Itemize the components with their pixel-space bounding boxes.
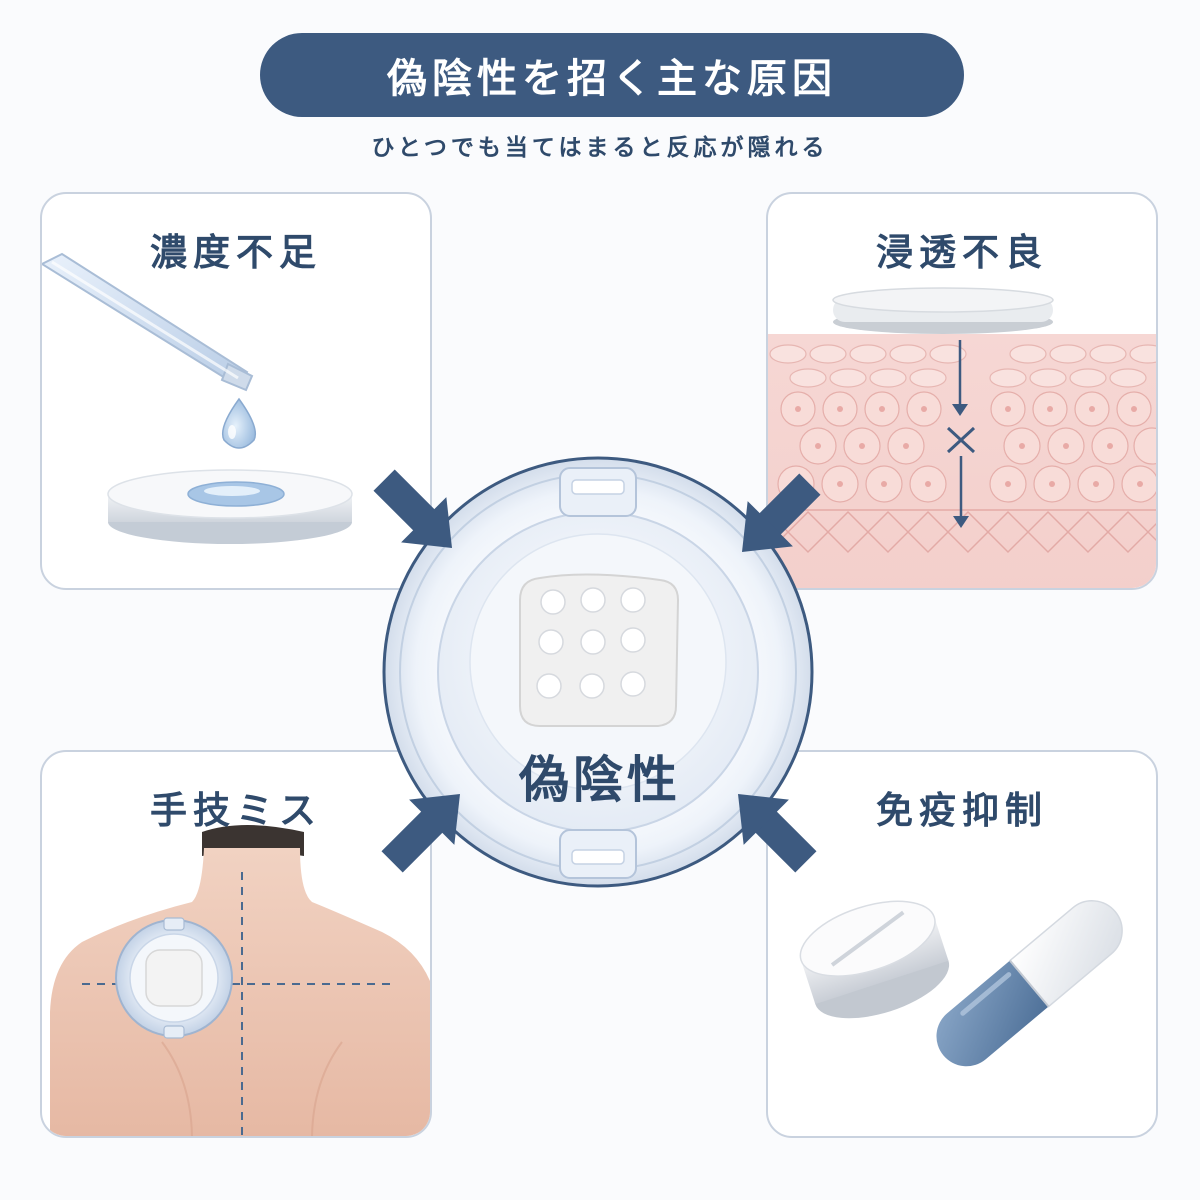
cause-title: 手技ミス bbox=[150, 789, 322, 832]
cause-title: 濃度不足 bbox=[150, 231, 322, 274]
cause-title: 免疫抑制 bbox=[876, 789, 1048, 832]
page-subtitle: ひとつでも当てはまると反応が隠れる bbox=[371, 135, 829, 161]
cause-card-penetration: 浸透不良 bbox=[766, 192, 1158, 590]
pill-and-capsule-icon bbox=[799, 900, 1123, 1067]
cause-card-technique: 手技ミス bbox=[40, 750, 432, 1138]
arrow-icon-top-left bbox=[373, 469, 452, 548]
arrow-group bbox=[373, 469, 821, 873]
device-icon bbox=[382, 456, 814, 888]
patch-on-back-icon bbox=[50, 825, 430, 1136]
title-banner: 偽陰性を招く主な原因 bbox=[260, 33, 964, 117]
cause-card-concentration: 濃度不足 bbox=[40, 192, 432, 590]
page-title: 偽陰性を招く主な原因 bbox=[387, 56, 837, 102]
arrow-icon-bottom-right bbox=[738, 794, 817, 873]
cause-card-immunosuppression: 免疫抑制 bbox=[766, 750, 1158, 1138]
arrow-icon-top-right bbox=[742, 473, 821, 552]
center-label: 偽陰性 bbox=[519, 751, 681, 809]
skin-layer-blocked-icon bbox=[768, 287, 1156, 588]
cause-title: 浸透不良 bbox=[876, 231, 1048, 274]
dropper-on-disc-icon bbox=[42, 252, 353, 544]
arrow-icon-bottom-left bbox=[381, 794, 460, 873]
